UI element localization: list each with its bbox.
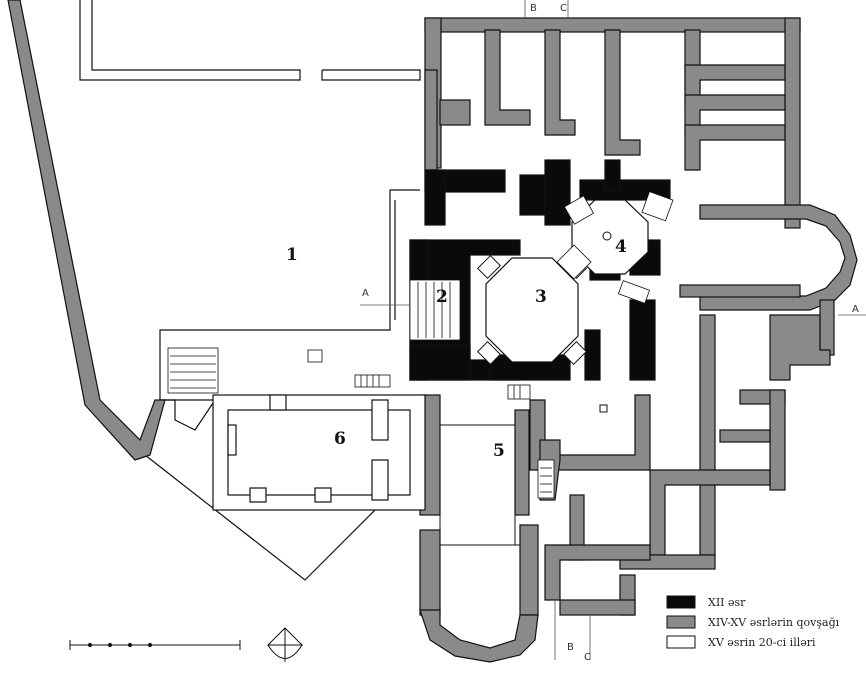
room-label-4: 4: [615, 237, 627, 257]
north-wing: [424, 17, 801, 229]
room-label-1: 1: [286, 245, 298, 265]
south-wing: [419, 394, 651, 663]
section-c-bottom: C: [584, 652, 591, 663]
section-lines: [360, 0, 866, 660]
legend-swatch-12c: [666, 595, 696, 609]
room-label-2: 2: [436, 287, 448, 307]
section-a-right: A: [852, 304, 859, 315]
room-4-octagon: [571, 199, 649, 275]
section-a-left: A: [362, 288, 369, 299]
room-5-outline: [439, 404, 608, 546]
north-arrow-icon: [266, 627, 304, 662]
section-b-bottom: B: [567, 642, 574, 653]
section-letters: A A B C B C: [362, 3, 859, 663]
legend-swatch-14-15c: [666, 615, 696, 629]
southeast-wing: [544, 284, 835, 616]
section-c-top: C: [560, 3, 567, 14]
perimeter-wall: [7, 0, 166, 461]
section-b-top: B: [530, 3, 537, 14]
room-label-6: 6: [334, 429, 346, 449]
legend-label-20c: XV əsrin 20-ci illəri: [708, 636, 816, 649]
legend-label-14-15c: XIV-XV əsrlərin qovşağı: [708, 616, 840, 629]
stairs: [167, 191, 674, 499]
room-6-building: [212, 394, 426, 511]
legend-label-12c: XII əsr: [708, 596, 746, 609]
room-label-5: 5: [493, 441, 505, 461]
room-label-3: 3: [535, 287, 547, 307]
outer-enclosure: [79, 0, 421, 581]
scale-bar-icon: [69, 640, 241, 650]
legend-swatch-20c: [666, 635, 696, 649]
room-labels: 1 2 3 4 5 6: [286, 237, 627, 461]
legend: XII əsr XIV-XV əsrlərin qovşağı XV əsrin…: [666, 595, 840, 649]
